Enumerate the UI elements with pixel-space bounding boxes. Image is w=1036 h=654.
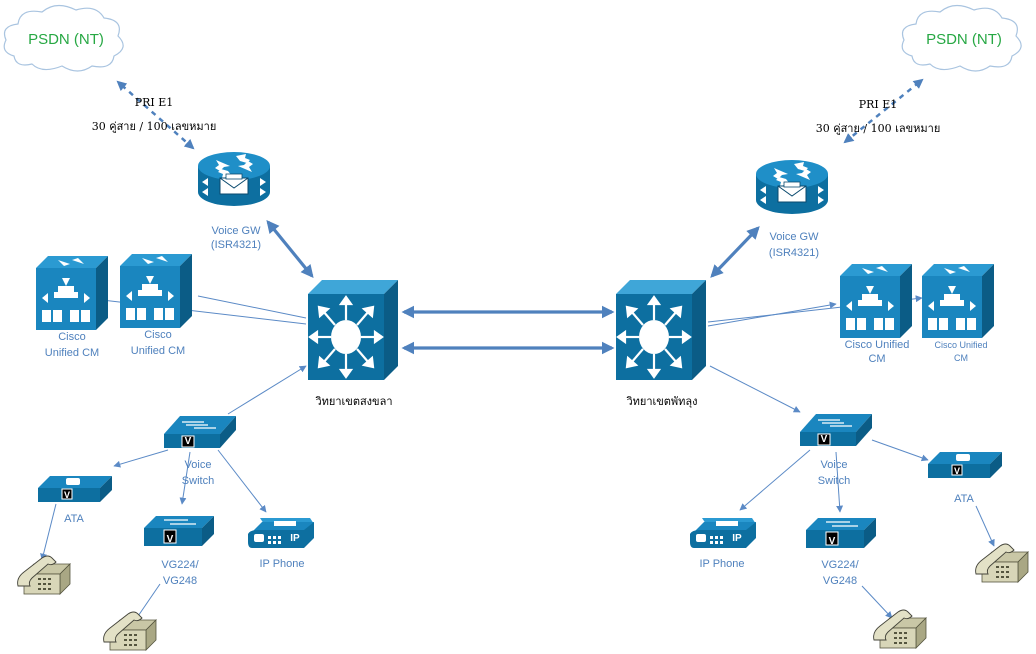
core-switch-left bbox=[306, 278, 400, 382]
cucm-label-left-1b: Unified CM bbox=[45, 347, 99, 359]
vg-gateway-right bbox=[805, 517, 877, 549]
cucm-label-right-1a: Cisco Unified bbox=[845, 339, 910, 351]
vsw-ata-link-left bbox=[113, 449, 169, 468]
ip-phone-left bbox=[248, 518, 314, 548]
vg-label-right-2: VG248 bbox=[823, 575, 857, 587]
cucm-server-left-2 bbox=[120, 254, 192, 328]
vsw-ipphone-link-left bbox=[217, 449, 267, 513]
vg-label-left-2: VG248 bbox=[163, 575, 197, 587]
vsw-label-right-1: Voice bbox=[821, 459, 848, 471]
pri-link-left bbox=[116, 80, 195, 150]
trunk-label-right-1: PRI E1 bbox=[859, 98, 898, 111]
voice-badge-vg-right: V bbox=[829, 536, 836, 547]
cucm-label-right-2b: CM bbox=[954, 353, 968, 363]
analog-phone-right-1 bbox=[975, 543, 1029, 583]
trunk-label-left-2: 30 คู่สาย / 100 เลขหมาย bbox=[92, 120, 217, 133]
pri-link-right bbox=[843, 78, 924, 144]
core-vsw-link-left bbox=[227, 365, 307, 415]
voice-badge-ata-left: V bbox=[64, 490, 70, 500]
vsw-vg-link-left bbox=[179, 451, 191, 505]
vg-label-right-1: VG224/ bbox=[821, 559, 859, 571]
vsw-label-left-2: Switch bbox=[182, 475, 214, 487]
core-label-right: วิทยาเขตพัทลุง bbox=[626, 395, 698, 408]
cucm-server-right-1 bbox=[840, 264, 912, 338]
voice-gateway-right bbox=[755, 159, 829, 215]
ip-phone-label-right: IP Phone bbox=[699, 558, 744, 570]
ata-label-left: ATA bbox=[64, 513, 84, 525]
ata-phone-link-right bbox=[975, 505, 995, 547]
gw-core-link-right bbox=[710, 226, 760, 278]
voice-badge-vsw-left: V bbox=[185, 436, 192, 447]
gw-core-link-left bbox=[266, 220, 314, 278]
cucm-link-left-2 bbox=[197, 295, 307, 319]
ata-device-right bbox=[927, 451, 1003, 479]
trunk-label-left-1: PRI E1 bbox=[135, 96, 174, 109]
ata-label-right: ATA bbox=[954, 493, 974, 505]
voice-gw-label-left-1: Voice GW bbox=[212, 225, 262, 237]
voice-switch-left bbox=[163, 415, 237, 449]
analog-phone-left-2 bbox=[103, 611, 157, 651]
cloud-label-left: PSDN (NT) bbox=[28, 31, 104, 48]
cucm-server-left-1 bbox=[36, 256, 108, 330]
cucm-label-right-1b: CM bbox=[868, 353, 885, 365]
trunk-label-right-2: 30 คู่สาย / 100 เลขหมาย bbox=[816, 122, 941, 135]
vsw-ipphone-link-right bbox=[739, 449, 811, 511]
voice-gateway-left bbox=[197, 151, 271, 207]
cucm-label-left-1a: Cisco bbox=[58, 331, 86, 343]
ip-badge-right: IP bbox=[732, 533, 742, 544]
pstn-cloud-left: PSDN (NT) bbox=[3, 4, 124, 72]
core-switch-right bbox=[614, 278, 708, 382]
voice-badge-ata-right: V bbox=[954, 466, 960, 476]
cloud-label-right: PSDN (NT) bbox=[926, 31, 1002, 48]
cucm-label-left-2b: Unified CM bbox=[131, 345, 185, 357]
voice-gw-label-right-1: Voice GW bbox=[770, 231, 820, 243]
vsw-label-right-2: Switch bbox=[818, 475, 850, 487]
core-label-left: วิทยาเขตสงขลา bbox=[315, 395, 393, 408]
vsw-vg-link-right bbox=[835, 451, 844, 513]
voice-badge-vsw-right: V bbox=[821, 434, 828, 445]
cucm-label-left-2a: Cisco bbox=[144, 329, 172, 341]
voice-gw-label-right-2: (ISR4321) bbox=[769, 247, 819, 259]
analog-phone-left-1 bbox=[17, 555, 71, 595]
ip-phone-label-left: IP Phone bbox=[259, 558, 304, 570]
voice-badge-vg-left: V bbox=[167, 534, 174, 545]
analog-phone-right-2 bbox=[873, 609, 927, 649]
vg-label-left-1: VG224/ bbox=[161, 559, 199, 571]
voice-switch-right bbox=[799, 413, 873, 447]
vg-phone-link-right bbox=[861, 585, 893, 619]
pstn-cloud-right: PSDN (NT) bbox=[901, 4, 1022, 72]
ip-badge-left: IP bbox=[290, 533, 300, 544]
cucm-label-right-2a: Cisco Unified bbox=[934, 340, 987, 350]
vsw-label-left-1: Voice bbox=[185, 459, 212, 471]
vsw-ata-link-right bbox=[871, 439, 929, 462]
vg-gateway-left bbox=[143, 515, 215, 547]
ata-phone-link-left bbox=[40, 503, 57, 561]
ata-device-left bbox=[37, 475, 113, 503]
cucm-server-right-2 bbox=[922, 264, 994, 338]
links bbox=[40, 78, 995, 623]
voice-gw-label-left-2: (ISR4321) bbox=[211, 239, 261, 251]
core-vsw-link-right bbox=[709, 365, 801, 413]
ip-phone-right bbox=[690, 518, 756, 548]
